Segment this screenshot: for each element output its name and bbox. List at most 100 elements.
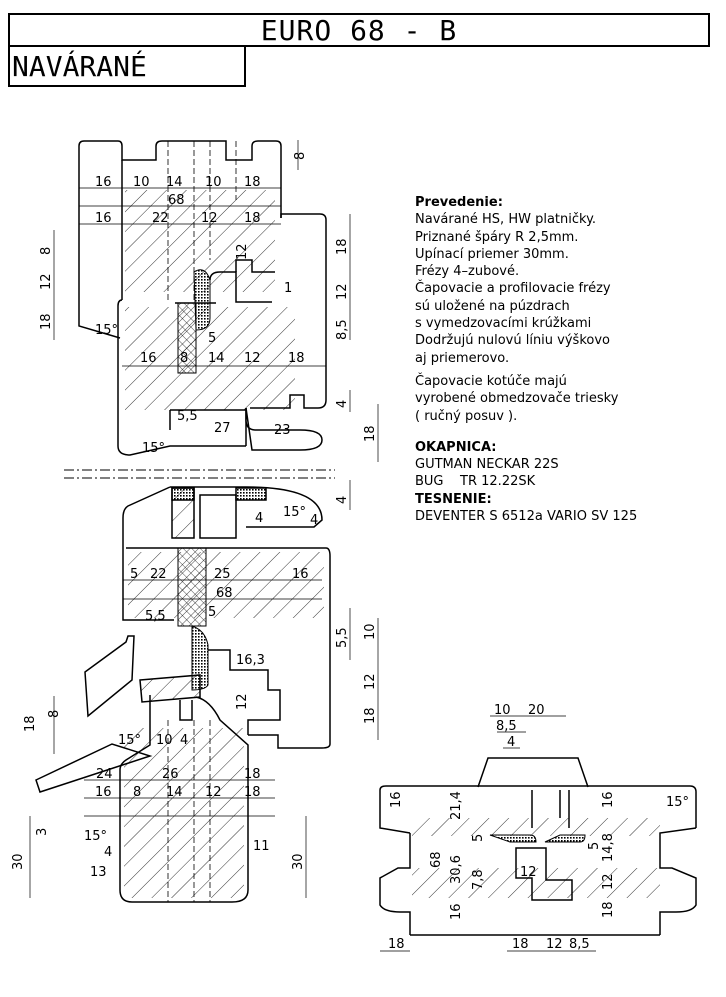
dim-label: 14	[166, 785, 183, 800]
dim-label: 10	[205, 175, 222, 190]
dimension-lines	[29, 140, 596, 952]
dim-label: 12	[244, 351, 261, 366]
dim-label: 5,5	[335, 627, 350, 648]
dim-label: 30,6	[449, 855, 464, 884]
dim-label: 12	[205, 785, 222, 800]
dimension-labels: 16 10 14 10 18 68 16 22 12 18 8 12 18 8 …	[11, 152, 689, 952]
dim-label: 22	[150, 567, 167, 582]
dim-label: 16	[95, 785, 112, 800]
dim-label: 5,5	[145, 609, 166, 624]
dim-label: 10	[156, 733, 173, 748]
tesnenie-heading: TESNENIE:	[415, 491, 492, 507]
note-line: Frézy 4–zubové.	[415, 264, 520, 280]
dim-label: 27	[214, 421, 231, 436]
note-line: BUG TR 12.22SK	[415, 474, 536, 490]
dim-label: 18	[601, 901, 616, 918]
dim-label: 18	[388, 937, 405, 952]
note-line: Dodržujú nulovú líniu výškovo	[415, 333, 610, 349]
upper-section	[78, 140, 327, 456]
dim-label: 20	[528, 703, 545, 718]
angle-label: 15°	[666, 795, 689, 810]
dim-label: 16,3	[236, 653, 265, 668]
dim-label: 18	[512, 937, 529, 952]
note-line: GUTMAN NECKAR 22S	[415, 457, 559, 473]
dim-label: 68	[216, 586, 233, 601]
dim-label: 18	[23, 715, 38, 732]
dim-label: 18	[363, 707, 378, 724]
note-line: Upínací priemer 30mm.	[415, 246, 569, 262]
dim-label: 10	[363, 623, 378, 640]
prevedenie-heading: Prevedenie:	[415, 195, 503, 210]
dim-label: 18	[244, 175, 261, 190]
dim-label: 5	[208, 331, 216, 346]
dim-label: 8,5	[335, 319, 350, 340]
dim-label: 30	[11, 853, 26, 870]
dim-label: 8	[180, 351, 188, 366]
note-line: aj priemerovo.	[415, 350, 510, 366]
page-subtitle: NAVÁRANÉ	[12, 49, 147, 83]
dim-label: 16	[389, 791, 404, 808]
dim-label: 21,4	[449, 791, 464, 820]
dim-label: 12	[335, 283, 350, 300]
lower-section	[35, 486, 331, 903]
dim-label: 18	[363, 425, 378, 442]
dim-label: 18	[39, 313, 54, 330]
angle-label: 15°	[84, 829, 107, 844]
dim-label: 8	[133, 785, 141, 800]
dim-label: 25	[214, 567, 231, 582]
dim-label: 16	[449, 903, 464, 920]
note-line: DEVENTER S 6512a VARIO SV 125	[415, 509, 638, 525]
dim-label: 4	[335, 496, 350, 504]
dim-label: 4	[104, 845, 112, 860]
note-line: Čapovacie a profilovacie frézy	[415, 281, 611, 297]
note-line: ( ručný posuv ).	[415, 408, 518, 424]
dim-label: 14	[208, 351, 225, 366]
dim-label: 5	[471, 834, 486, 842]
note-line: Priznané špáry R 2,5mm.	[415, 229, 579, 245]
dim-label: 8	[47, 710, 62, 718]
dim-label: 4	[507, 735, 515, 750]
dim-label: 8	[39, 247, 54, 255]
dim-label: 3	[35, 828, 50, 836]
dim-label: 12	[601, 873, 616, 890]
dim-label: 1	[284, 281, 292, 296]
note-line: s vymedzovacími krúžkami	[415, 316, 592, 332]
dim-label: 16	[140, 351, 157, 366]
dim-label: 16	[95, 211, 112, 226]
dim-label: 10	[133, 175, 150, 190]
dim-label: 23	[274, 423, 291, 438]
dim-label: 12	[520, 865, 537, 880]
dim-label: 5	[130, 567, 138, 582]
dim-label: 16	[601, 791, 616, 808]
dim-label: 24	[96, 767, 113, 782]
dim-label: 8,5	[496, 719, 517, 734]
dim-label: 8	[293, 152, 308, 160]
dim-label: 4	[180, 733, 188, 748]
dim-label: 4	[310, 513, 318, 528]
angle-label: 15°	[283, 505, 306, 520]
dim-label: 12	[235, 693, 250, 710]
note-line: Navárané HS, HW platničky.	[415, 212, 597, 228]
note-line: Čapovacie kotúče majú	[415, 373, 567, 389]
dim-label: 12	[39, 273, 54, 290]
title-box: EURO 68 - B	[8, 13, 710, 47]
dim-label: 30	[291, 853, 306, 870]
dim-label: 26	[162, 767, 179, 782]
break-lines	[64, 469, 335, 479]
dim-label: 12	[235, 243, 250, 260]
dim-label: 14,8	[601, 833, 616, 862]
dim-label: 4	[255, 511, 263, 526]
dim-label: 18	[244, 211, 261, 226]
dim-label: 7,8	[471, 869, 486, 890]
dim-label: 5	[587, 842, 602, 850]
dim-label: 68	[168, 193, 185, 208]
okapnica-heading: OKAPNICA:	[415, 439, 497, 455]
dim-label: 5	[208, 605, 216, 620]
dim-label: 18	[244, 785, 261, 800]
dim-label: 14	[166, 175, 183, 190]
angle-label: 15°	[95, 323, 118, 338]
dim-label: 13	[90, 865, 107, 880]
dim-label: 5,5	[177, 409, 198, 424]
section-view	[379, 757, 697, 936]
